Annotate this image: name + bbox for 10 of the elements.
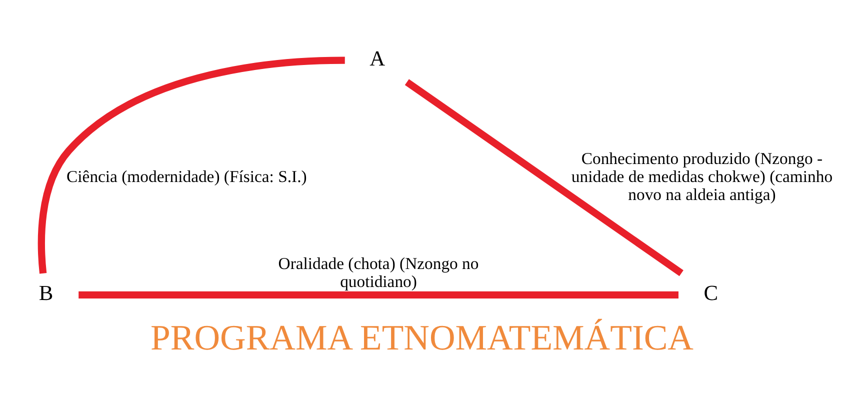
node-text: C [704, 280, 718, 305]
node-text: B [38, 280, 54, 305]
edge-label: Oralidade (chota) (Nzongo no quotidiano) [278, 253, 479, 290]
edge-label: Conhecimento produzido (Nzongo - unidade de medidas chokwe) (caminho novo na aldeia antiga) [571, 148, 833, 204]
caption: PROGRAMA ETNOMATEMÁTICA [150, 317, 694, 358]
connector [404, 78, 684, 276]
connector [38, 56, 345, 274]
connector [78, 290, 678, 298]
edge-label: Ciência (modernidade) (Física: S.I.) [66, 166, 307, 186]
node-text: A [370, 46, 386, 70]
